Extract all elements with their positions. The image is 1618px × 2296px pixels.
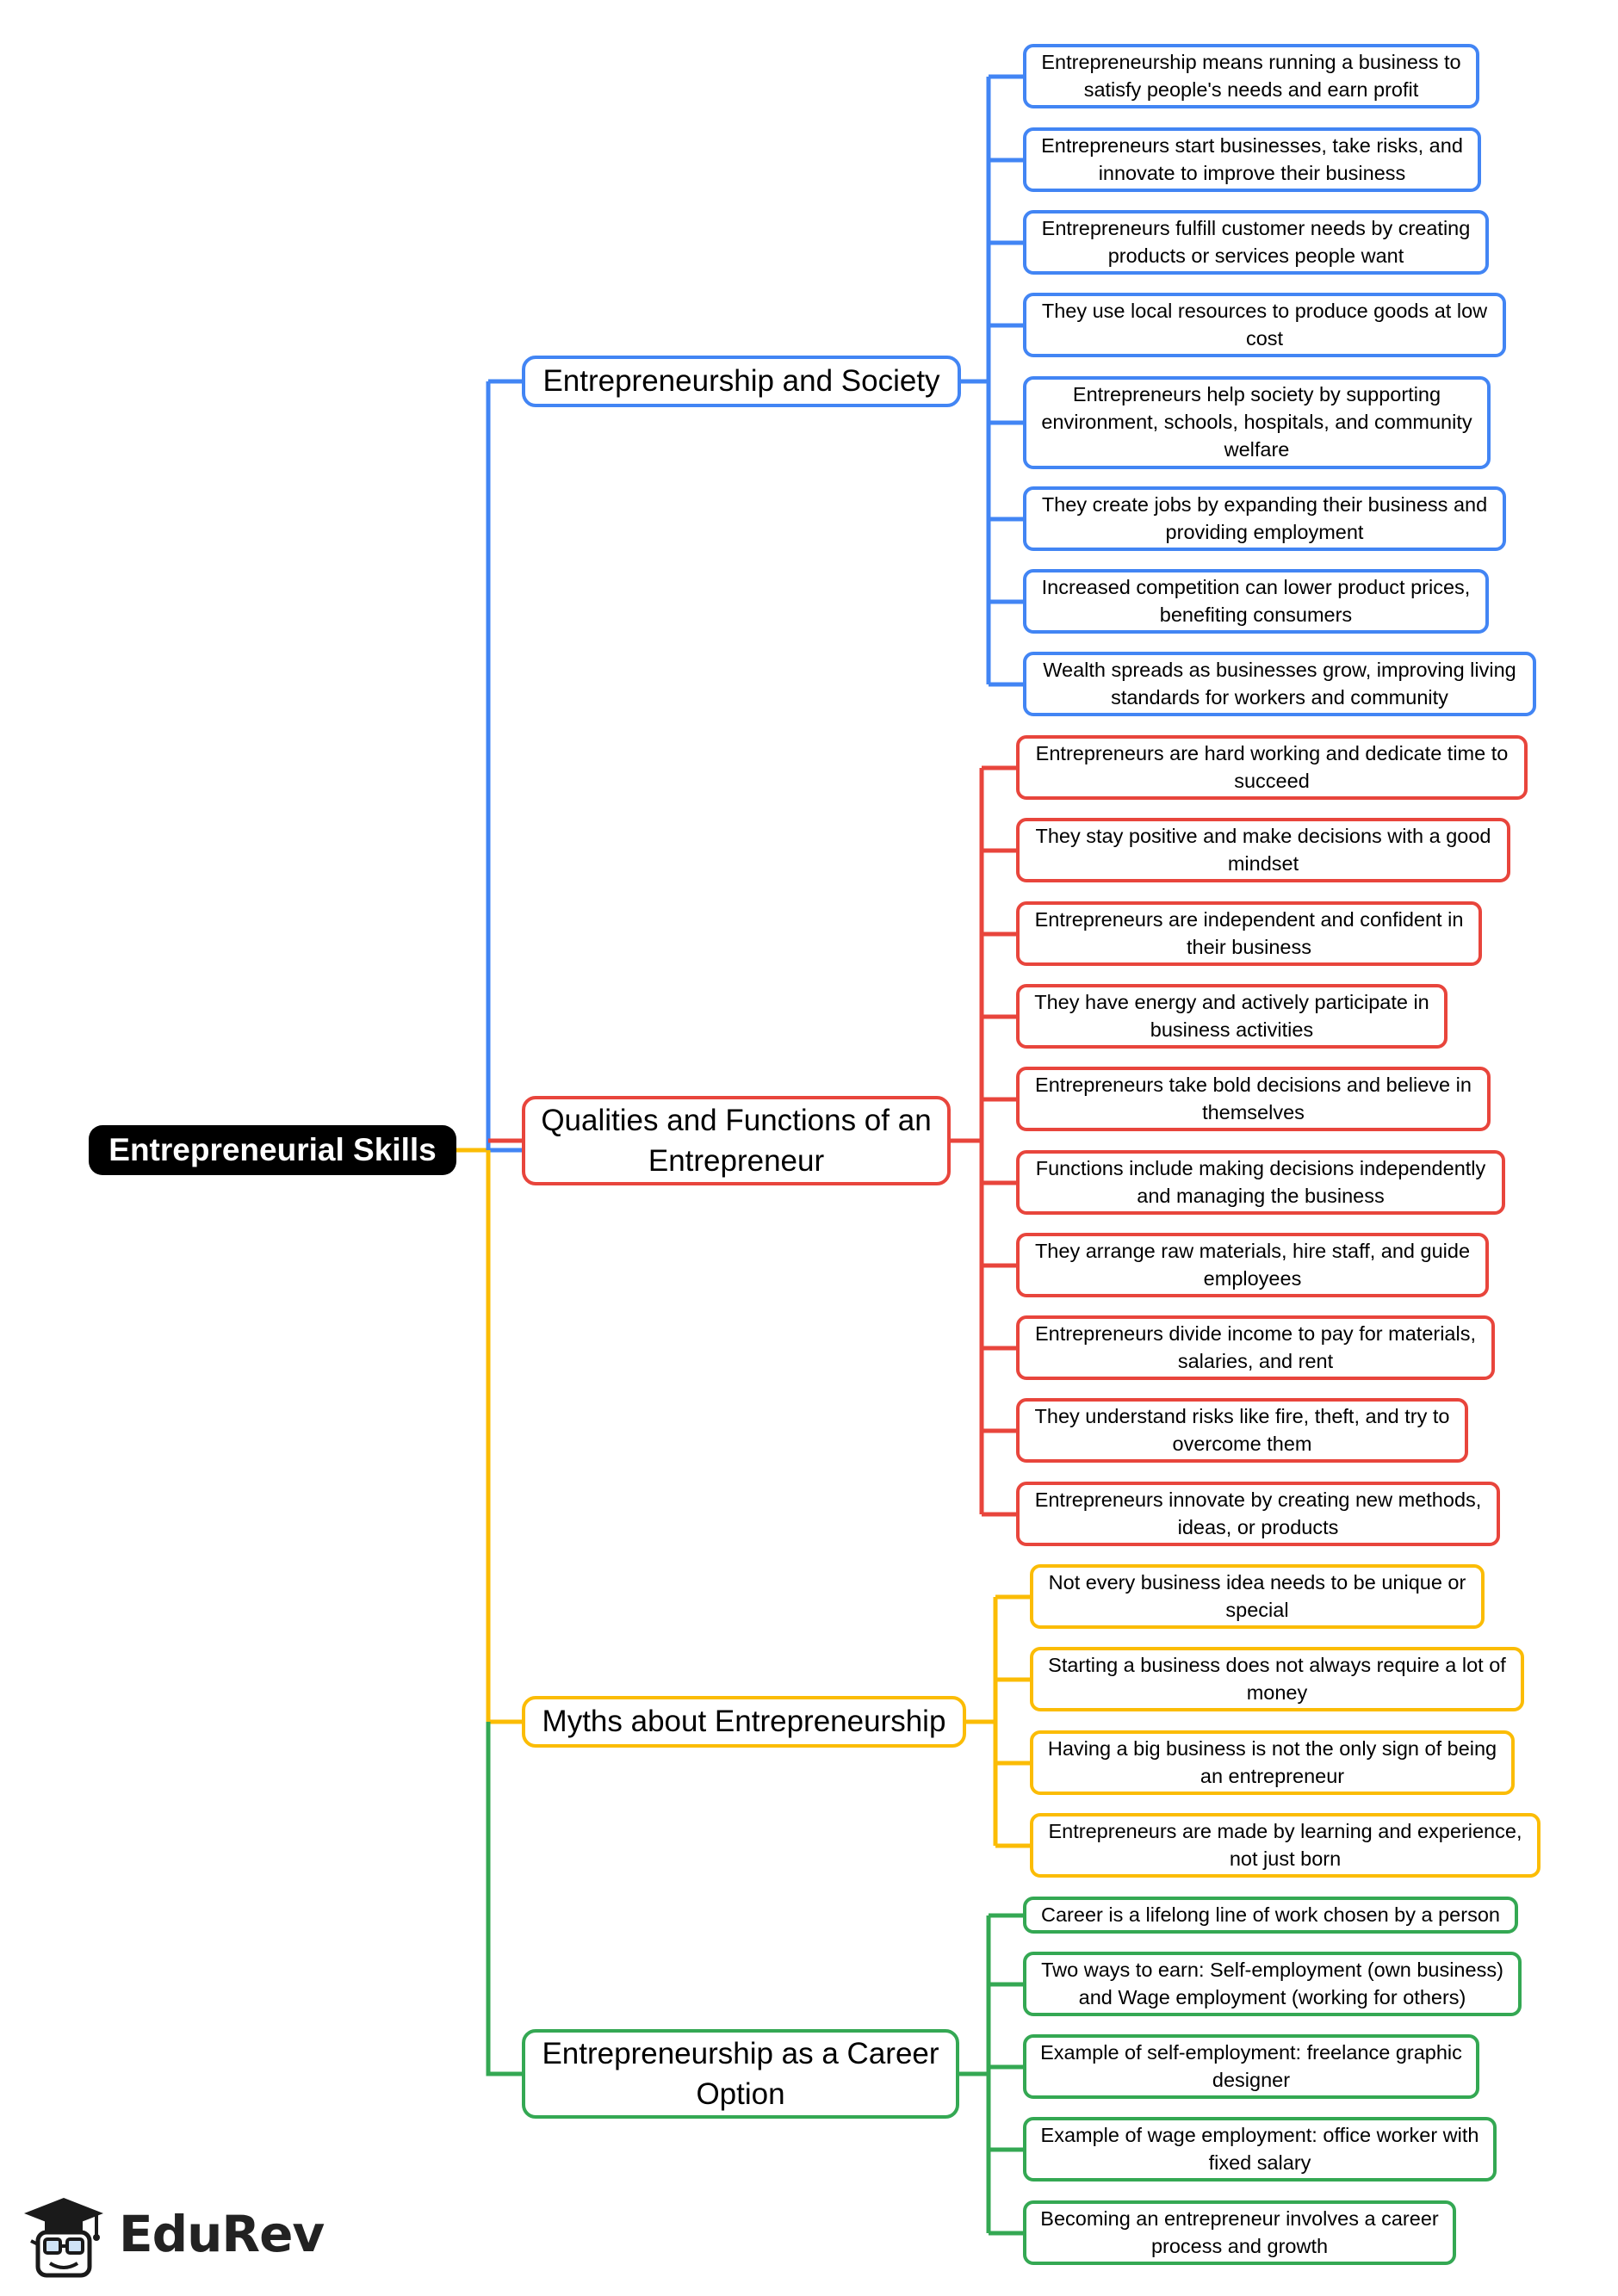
leaf-text: They have energy and actively participat… xyxy=(1034,990,1429,1041)
leaf-text: Example of self-employment: freelance gr… xyxy=(1040,2040,1462,2091)
leaf-node: Entrepreneurs are made by learning and e… xyxy=(1030,1813,1541,1878)
edurev-logo: EduRev xyxy=(15,2183,334,2285)
leaf-text: Entrepreneurs fulfill customer needs by … xyxy=(1041,216,1471,267)
leaf-text: Entrepreneurs are hard working and dedic… xyxy=(1035,741,1509,792)
leaf-node: They create jobs by expanding their busi… xyxy=(1023,486,1506,551)
branch-entrepreneurship-and-society: Entrepreneurship and Society xyxy=(522,356,961,407)
trunk-segment xyxy=(486,1150,522,1724)
leaf-node: Entrepreneurs innovate by creating new m… xyxy=(1016,1482,1500,1546)
leaf-node: Entrepreneurs are independent and confid… xyxy=(1016,901,1482,966)
leaf-text: Becoming an entrepreneur involves a care… xyxy=(1040,2206,1439,2257)
branch-label: Qualities and Functions of an Entreprene… xyxy=(541,1103,932,1178)
branch-qualities-and-functions: Qualities and Functions of an Entreprene… xyxy=(522,1096,951,1185)
branch-label: Entrepreneurship and Society xyxy=(542,364,940,399)
leaf-text: Starting a business does not always requ… xyxy=(1048,1653,1506,1704)
leaf-text: Entrepreneurs innovate by creating new m… xyxy=(1034,1488,1482,1538)
leaf-text: Increased competition can lower product … xyxy=(1041,575,1471,626)
leaf-text: Example of wage employment: office worke… xyxy=(1040,2123,1479,2174)
trunk-segment xyxy=(486,381,522,1153)
leaf-node: They stay positive and make decisions wi… xyxy=(1016,818,1510,882)
leaf-text: They stay positive and make decisions wi… xyxy=(1035,824,1491,875)
leaf-node: Two ways to earn: Self-employment (own b… xyxy=(1023,1952,1522,2016)
branch-myths-about-entrepreneurship: Myths about Entrepreneurship xyxy=(522,1696,966,1748)
leaf-node: Starting a business does not always requ… xyxy=(1030,1647,1524,1711)
leaf-node: Wealth spreads as businesses grow, impro… xyxy=(1023,652,1536,716)
branch-entrepreneurship-as-career: Entrepreneurship as a Career Option xyxy=(522,2029,959,2119)
leaf-text: Wealth spreads as businesses grow, impro… xyxy=(1043,658,1516,709)
leaf-node: Becoming an entrepreneur involves a care… xyxy=(1023,2200,1456,2265)
leaf-node: Entrepreneurs are hard working and dedic… xyxy=(1016,735,1528,800)
leaf-text: They create jobs by expanding their busi… xyxy=(1041,492,1488,543)
leaf-node: They arrange raw materials, hire staff, … xyxy=(1016,1233,1489,1297)
leaf-text: Entrepreneurs are made by learning and e… xyxy=(1048,1819,1522,1870)
leaf-node: Having a big business is not the only si… xyxy=(1030,1730,1515,1795)
leaf-node: Functions include making decisions indep… xyxy=(1016,1150,1505,1215)
leaf-node: Entrepreneurs help society by supporting… xyxy=(1023,376,1491,469)
leaf-text: Having a big business is not the only si… xyxy=(1047,1736,1497,1787)
leaf-node: Entrepreneurs divide income to pay for m… xyxy=(1016,1315,1495,1380)
leaf-node: Not every business idea needs to be uniq… xyxy=(1030,1564,1485,1629)
leaf-node: Entrepreneurs take bold decisions and be… xyxy=(1016,1067,1491,1131)
leaf-text: Entrepreneurship means running a busines… xyxy=(1041,50,1461,101)
leaf-node: Increased competition can lower product … xyxy=(1023,569,1489,634)
trunk-segment xyxy=(486,1722,522,2076)
root-node: Entrepreneurial Skills xyxy=(89,1125,456,1175)
leaf-node: They understand risks like fire, theft, … xyxy=(1016,1398,1468,1463)
leaf-node: They use local resources to produce good… xyxy=(1023,293,1506,357)
branch-label: Entrepreneurship as a Career Option xyxy=(542,2036,939,2111)
leaf-node: Career is a lifelong line of work chosen… xyxy=(1023,1897,1518,1934)
leaf-text: Entrepreneurs start businesses, take ris… xyxy=(1041,133,1463,184)
leaf-node: Example of self-employment: freelance gr… xyxy=(1023,2034,1479,2099)
leaf-text: They use local resources to produce good… xyxy=(1041,299,1488,350)
leaf-text: Entrepreneurs divide income to pay for m… xyxy=(1034,1321,1477,1372)
leaf-node: Entrepreneurship means running a busines… xyxy=(1023,44,1479,108)
leaf-text: Not every business idea needs to be uniq… xyxy=(1048,1570,1466,1621)
leaf-text: They understand risks like fire, theft, … xyxy=(1034,1404,1450,1455)
leaf-text: They arrange raw materials, hire staff, … xyxy=(1034,1239,1471,1290)
leaf-node: Entrepreneurs fulfill customer needs by … xyxy=(1023,210,1489,275)
root-label: Entrepreneurial Skills xyxy=(108,1132,437,1167)
leaf-text: Entrepreneurs help society by supporting… xyxy=(1041,383,1472,461)
leaf-text: Functions include making decisions indep… xyxy=(1035,1156,1486,1207)
leaf-node: Example of wage employment: office worke… xyxy=(1023,2117,1497,2182)
branch-label: Myths about Entrepreneurship xyxy=(542,1705,946,1739)
graduation-cap-mascot-icon xyxy=(24,2198,103,2278)
logo-text: EduRev xyxy=(119,2205,325,2263)
leaf-node: They have energy and actively participat… xyxy=(1016,984,1448,1049)
leaf-text: Entrepreneurs are independent and confid… xyxy=(1034,907,1464,958)
leaf-node: Entrepreneurs start businesses, take ris… xyxy=(1023,127,1481,192)
leaf-text: Two ways to earn: Self-employment (own b… xyxy=(1041,1958,1503,2008)
leaf-text: Entrepreneurs take bold decisions and be… xyxy=(1035,1073,1472,1123)
leaf-text: Career is a lifelong line of work chosen… xyxy=(1041,1903,1500,1926)
